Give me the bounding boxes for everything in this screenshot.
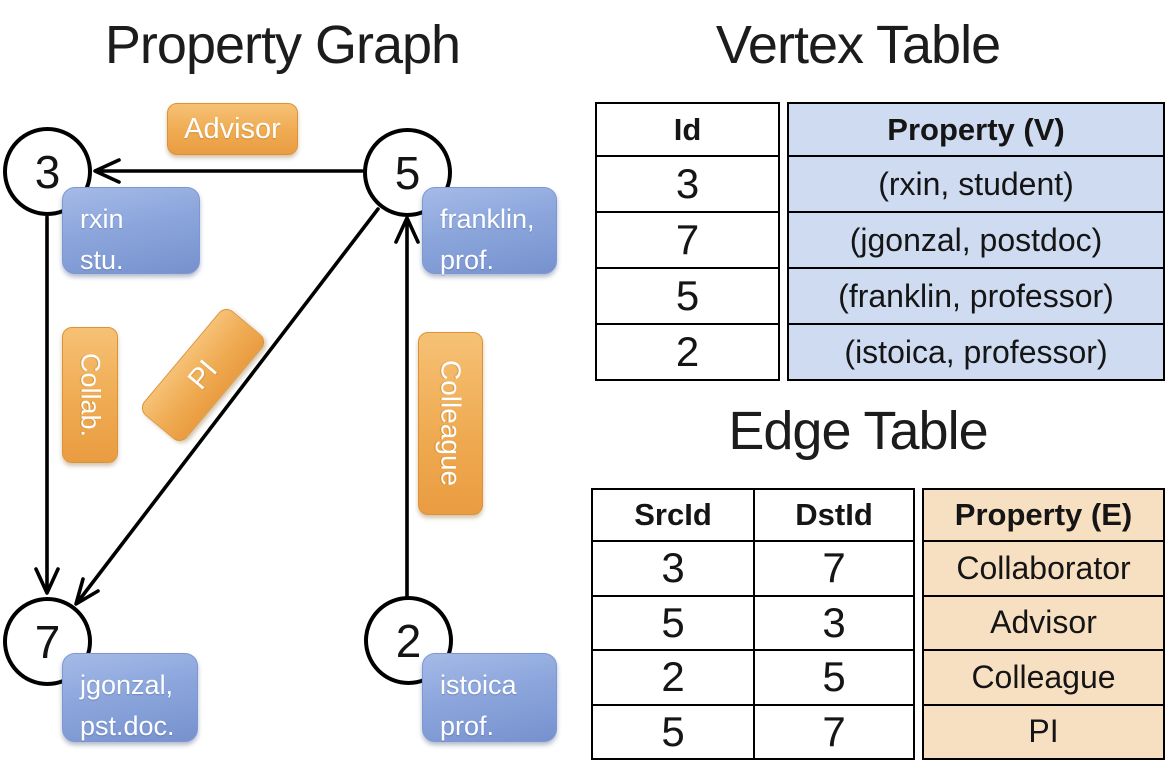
vertex-table-title: Vertex Table — [715, 15, 1001, 75]
edge-label-text: Colleague — [435, 360, 467, 487]
edge-property-cell: Collaborator — [956, 549, 1131, 586]
edge-property-cell: PI — [1028, 713, 1059, 750]
vertex-property-line: prof. — [440, 245, 495, 275]
edge-srcid-cell: 5 — [661, 707, 685, 755]
edge-srcid-cell: 5 — [661, 598, 685, 646]
vertex-property-cell: (rxin, student) — [878, 165, 1074, 202]
vertex-property-box-3: rxin stu. — [62, 187, 200, 275]
edge-property-cell: Advisor — [990, 604, 1097, 641]
node-id: 5 — [394, 146, 421, 199]
edge-srcid-cell: 3 — [661, 544, 685, 592]
edge-arrow-3-to-7 — [34, 215, 60, 595]
edge-table: SrcId DstId 3 7 5 3 2 5 5 7 Property (E)… — [591, 488, 1165, 760]
edge-property-cell: Colleague — [971, 658, 1116, 695]
edge-srcid-cell: 2 — [661, 653, 685, 701]
edge-dstid-cell: 7 — [753, 705, 913, 758]
vertex-table-id-header: Id — [673, 111, 702, 147]
edge-dstid-cell: 3 — [753, 596, 913, 649]
vertex-property-cell: (franklin, professor) — [838, 277, 1114, 314]
edge-dstid-cell: 5 — [753, 651, 913, 704]
graph-edges-layer — [34, 158, 420, 606]
edge-table-dstid-header: DstId — [753, 490, 913, 540]
edge-table-property-header: Property (E) — [954, 497, 1133, 532]
vertex-property-line: stu. — [80, 245, 124, 275]
vertex-property-box-2: istoica prof. — [422, 653, 557, 742]
vertex-property-line: istoica — [440, 670, 517, 700]
node-id: 3 — [34, 145, 61, 198]
vertex-property-box-7: jgonzal, pst.doc. — [62, 653, 198, 742]
vertex-table-id-column: Id 3 7 5 2 — [595, 102, 780, 381]
node-id: 7 — [34, 615, 61, 668]
edge-table-property-column: Property (E) Collaborator Advisor Collea… — [922, 488, 1165, 760]
vertex-property-cell: (jgonzal, postdoc) — [849, 221, 1103, 258]
edge-table-srcid-header: SrcId — [634, 497, 712, 532]
node-id: 2 — [395, 614, 422, 667]
edge-table-id-columns: SrcId DstId 3 7 5 3 2 5 5 7 — [591, 488, 915, 760]
edge-label-colleague: Colleague — [418, 332, 483, 515]
edge-arrow-2-to-5 — [394, 216, 420, 598]
vertex-property-line: rxin — [80, 204, 124, 234]
edge-arrow-5-to-3 — [93, 158, 364, 184]
edge-label-collab: Collab. — [62, 327, 118, 463]
vertex-property-line: franklin, — [440, 204, 535, 234]
vertex-table: Id 3 7 5 2 Property (V) (rxin, student) … — [595, 102, 1165, 381]
vertex-table-property-column: Property (V) (rxin, student) (jgonzal, p… — [787, 102, 1165, 381]
graph-node-2: 2 — [364, 596, 453, 685]
edge-label-text: PI — [181, 353, 224, 396]
vertex-id-cell: 2 — [675, 328, 700, 375]
edge-table-title: Edge Table — [728, 401, 988, 461]
edge-arrow-5-to-7 — [74, 207, 380, 606]
vertex-property-line: pst.doc. — [80, 711, 175, 741]
vertex-id-cell: 3 — [675, 160, 700, 207]
edge-label-text: Collab. — [75, 352, 106, 438]
vertex-property-line: jgonzal, — [80, 670, 174, 700]
vertex-id-cell: 7 — [675, 216, 700, 263]
vertex-property-box-5: franklin, prof. — [422, 187, 557, 275]
edge-label-advisor: Advisor — [167, 103, 298, 155]
edge-dstid-cell: 7 — [753, 542, 913, 595]
vertex-property-line: prof. — [440, 711, 495, 741]
vertex-property-cell: (istoica, professor) — [844, 333, 1108, 370]
vertex-table-property-header: Property (V) — [887, 111, 1065, 147]
vertex-id-cell: 5 — [675, 272, 700, 319]
graph-panel-title: Property Graph — [104, 15, 461, 75]
edge-label-text: Advisor — [184, 112, 281, 145]
